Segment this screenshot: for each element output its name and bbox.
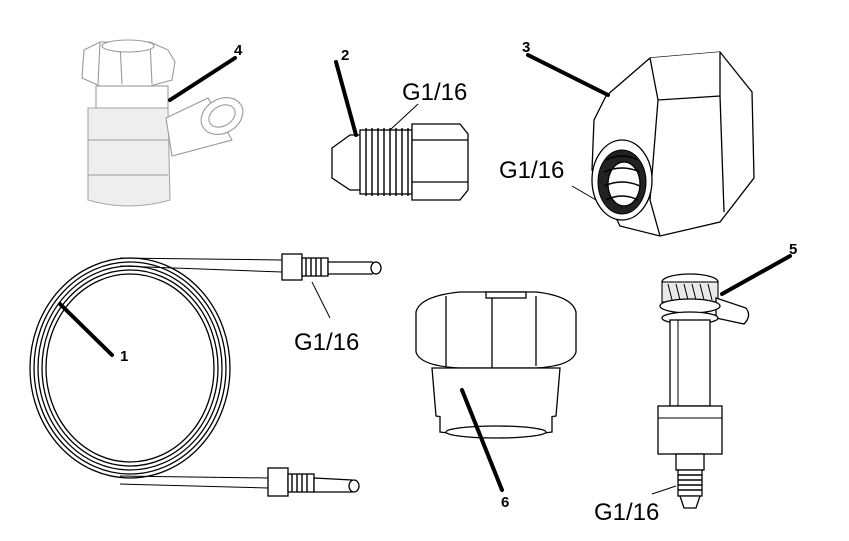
callout-6: 6 bbox=[501, 494, 509, 511]
part-3-hex-nut: 3 G1/16 bbox=[499, 39, 755, 237]
spec-part-2: G1/16 bbox=[402, 79, 467, 106]
part-4-angled-adapter: 4 bbox=[81, 39, 244, 207]
callout-1: 1 bbox=[120, 348, 128, 365]
part-2-threaded-fitting: 2 G1/16 bbox=[331, 47, 469, 201]
part-1-capillary-coil: 1 G1/16 bbox=[29, 253, 382, 497]
callout-3: 3 bbox=[522, 39, 530, 56]
spec-capillary: G1/16 bbox=[294, 329, 359, 356]
callout-5: 5 bbox=[789, 241, 797, 258]
part-5-valve: 5 G1/16 bbox=[594, 241, 797, 526]
spec-part-5: G1/16 bbox=[594, 499, 659, 526]
part-6-cap: 6 bbox=[415, 291, 577, 511]
callout-4: 4 bbox=[234, 42, 243, 59]
spec-part-3: G1/16 bbox=[499, 157, 564, 184]
callout-2: 2 bbox=[341, 47, 349, 64]
